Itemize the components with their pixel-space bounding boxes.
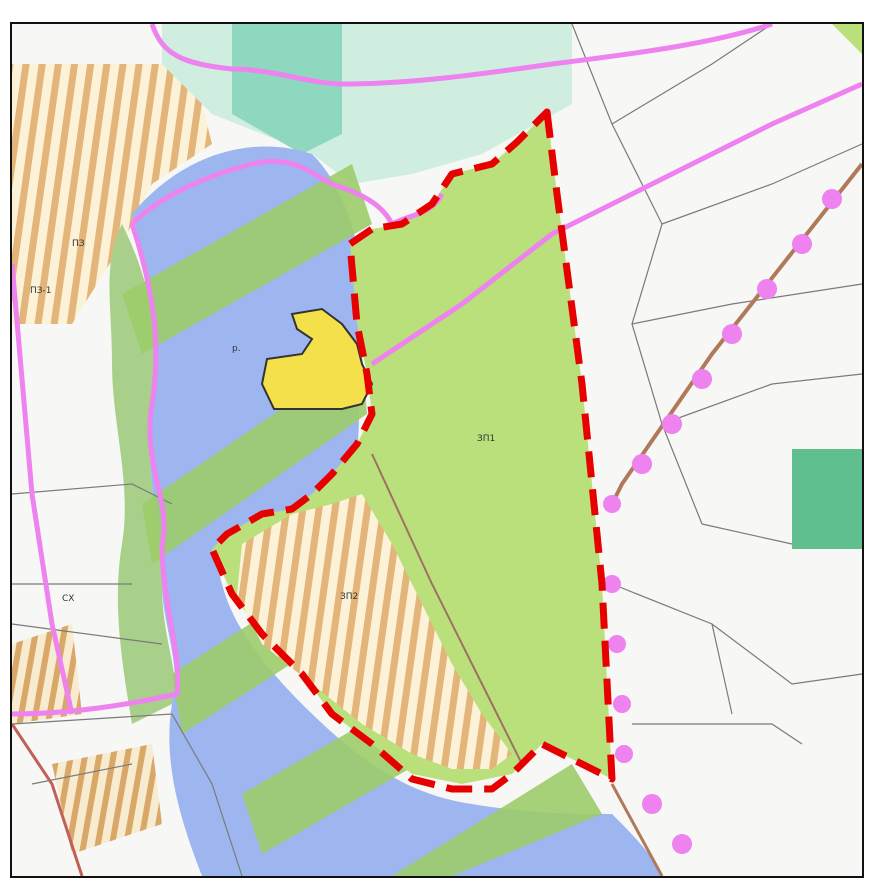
hatched-zone-left [12,64,212,324]
green-band-5 [392,764,602,876]
block-label-1: ПЗ [72,239,85,249]
teal-strips [232,24,342,154]
block-label-3: СХ [62,594,75,604]
green-corner-top-right [832,24,862,54]
hatched-zone-lower-left [52,744,162,854]
river-label: р. [232,344,241,354]
hatched-zone-small-left [12,624,82,724]
road-left [12,723,84,876]
map-canvas[interactable]: ЗП1 ЗП2 р. ПЗ ПЗ-1 СХ [10,22,864,878]
parcel-code-south: ЗП2 [340,592,359,602]
green-belt-left [109,224,175,724]
project-boundary[interactable] [208,108,616,793]
parcel-code-center: ЗП1 [477,434,496,444]
railway-line-2 [610,783,664,876]
green-band-1 [122,164,372,354]
hatched-zone-south [237,494,512,769]
map-svg [12,24,862,876]
road-inner [371,453,523,765]
river [132,146,662,876]
dark-green-plot [792,449,862,549]
block-label-2: ПЗ-1 [30,286,52,296]
admin-boundary-dots [603,189,842,854]
building-block [260,307,374,410]
